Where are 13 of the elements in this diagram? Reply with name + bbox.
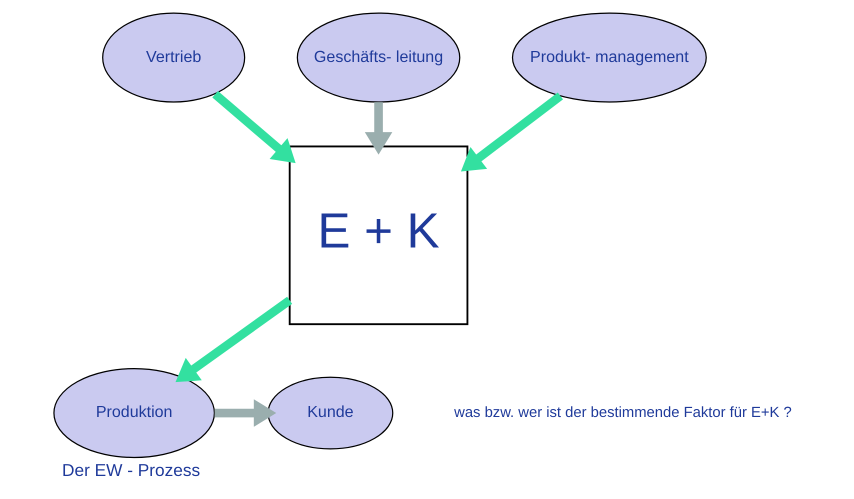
arrow [460,92,564,172]
node-ellipse: Geschäfts- leitung [296,12,460,103]
label: was bzw. wer ist der bestimmende Faktor für E+K ? [454,404,792,421]
node-box: E + K [288,146,468,326]
node-ellipse: Vertrieb [102,12,246,103]
caption: Der EW - Prozess [62,460,200,480]
node-ellipse: Kunde [267,376,394,450]
arrow [175,296,292,382]
node-ellipse: Produktion [53,368,216,458]
arrow [214,399,276,427]
arrow [212,91,296,164]
node-ellipse: Produkt- management [512,12,707,103]
arrow [364,102,392,155]
